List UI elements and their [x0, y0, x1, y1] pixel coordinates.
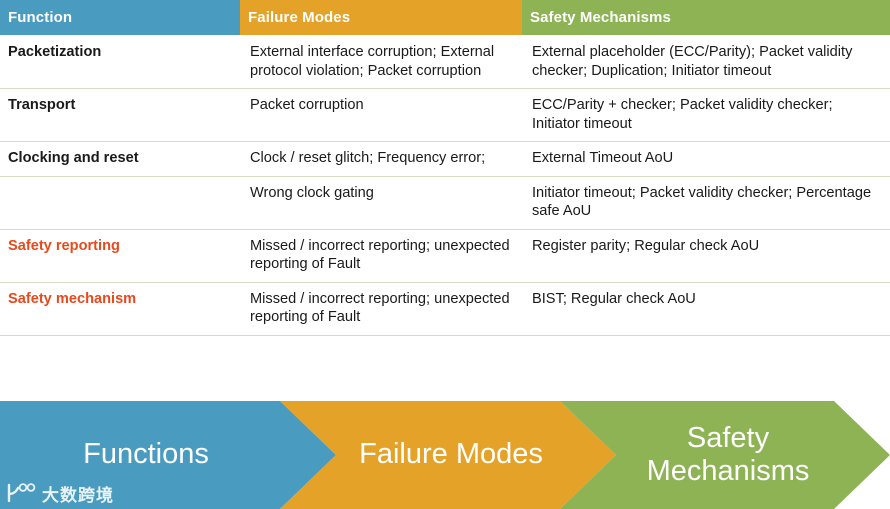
matrix-table: Function Failure Modes Safety Mechanisms…	[0, 0, 890, 336]
cell-function: Safety mechanism	[0, 282, 240, 336]
cell-function	[0, 176, 240, 230]
chevron-step-label: Safety Mechanisms	[646, 421, 810, 487]
cell-failure-modes: Missed / incorrect reporting; unexpected…	[240, 229, 522, 283]
chevron-step-label: Failure Modes	[359, 438, 543, 471]
cell-failure-modes: Wrong clock gating	[240, 176, 522, 230]
table-row: Safety mechanism Missed / incorrect repo…	[0, 282, 890, 336]
process-chevron-banner: Functions Failure Modes Safety Mechanism…	[0, 401, 890, 509]
cell-failure-modes: External interface corruption; External …	[240, 35, 522, 90]
cell-safety-mechanisms: BIST; Regular check AoU	[522, 282, 890, 336]
table-header-row: Function Failure Modes Safety Mechanisms	[0, 0, 890, 35]
table-row: Clocking and reset Clock / reset glitch;…	[0, 141, 890, 177]
cell-failure-modes: Missed / incorrect reporting; unexpected…	[240, 282, 522, 336]
cell-safety-mechanisms: Register parity; Regular check AoU	[522, 229, 890, 283]
cell-safety-mechanisms: ECC/Parity + checker; Packet validity ch…	[522, 88, 890, 143]
chevron-step-functions: Functions	[0, 401, 336, 509]
cell-safety-mechanisms: External Timeout AoU	[522, 141, 890, 177]
cell-failure-modes: Packet corruption	[240, 88, 522, 143]
function-failure-mechanism-table: Function Failure Modes Safety Mechanisms…	[0, 0, 890, 336]
table-row: Wrong clock gating Initiator timeout; Pa…	[0, 176, 890, 230]
cell-failure-modes: Clock / reset glitch; Frequency error;	[240, 141, 522, 177]
cell-function: Packetization	[0, 35, 240, 90]
cell-safety-mechanisms: Initiator timeout; Packet validity check…	[522, 176, 890, 230]
chevron-step-label: Functions	[83, 438, 209, 471]
cell-safety-mechanisms: External placeholder (ECC/Parity); Packe…	[522, 35, 890, 90]
chevron-step-failure-modes: Failure Modes	[280, 401, 616, 509]
cell-function: Clocking and reset	[0, 141, 240, 177]
table-header: Function Failure Modes Safety Mechanisms	[0, 0, 890, 35]
cell-function: Safety reporting	[0, 229, 240, 283]
table-row: Packetization External interface corrupt…	[0, 35, 890, 90]
column-header-failure-modes: Failure Modes	[240, 0, 522, 35]
cell-function: Transport	[0, 88, 240, 143]
table-row: Transport Packet corruption ECC/Parity +…	[0, 88, 890, 143]
column-header-safety-mechanisms: Safety Mechanisms	[522, 0, 890, 35]
column-header-function: Function	[0, 0, 240, 35]
table-body: Packetization External interface corrupt…	[0, 35, 890, 336]
table-row: Safety reporting Missed / incorrect repo…	[0, 229, 890, 283]
